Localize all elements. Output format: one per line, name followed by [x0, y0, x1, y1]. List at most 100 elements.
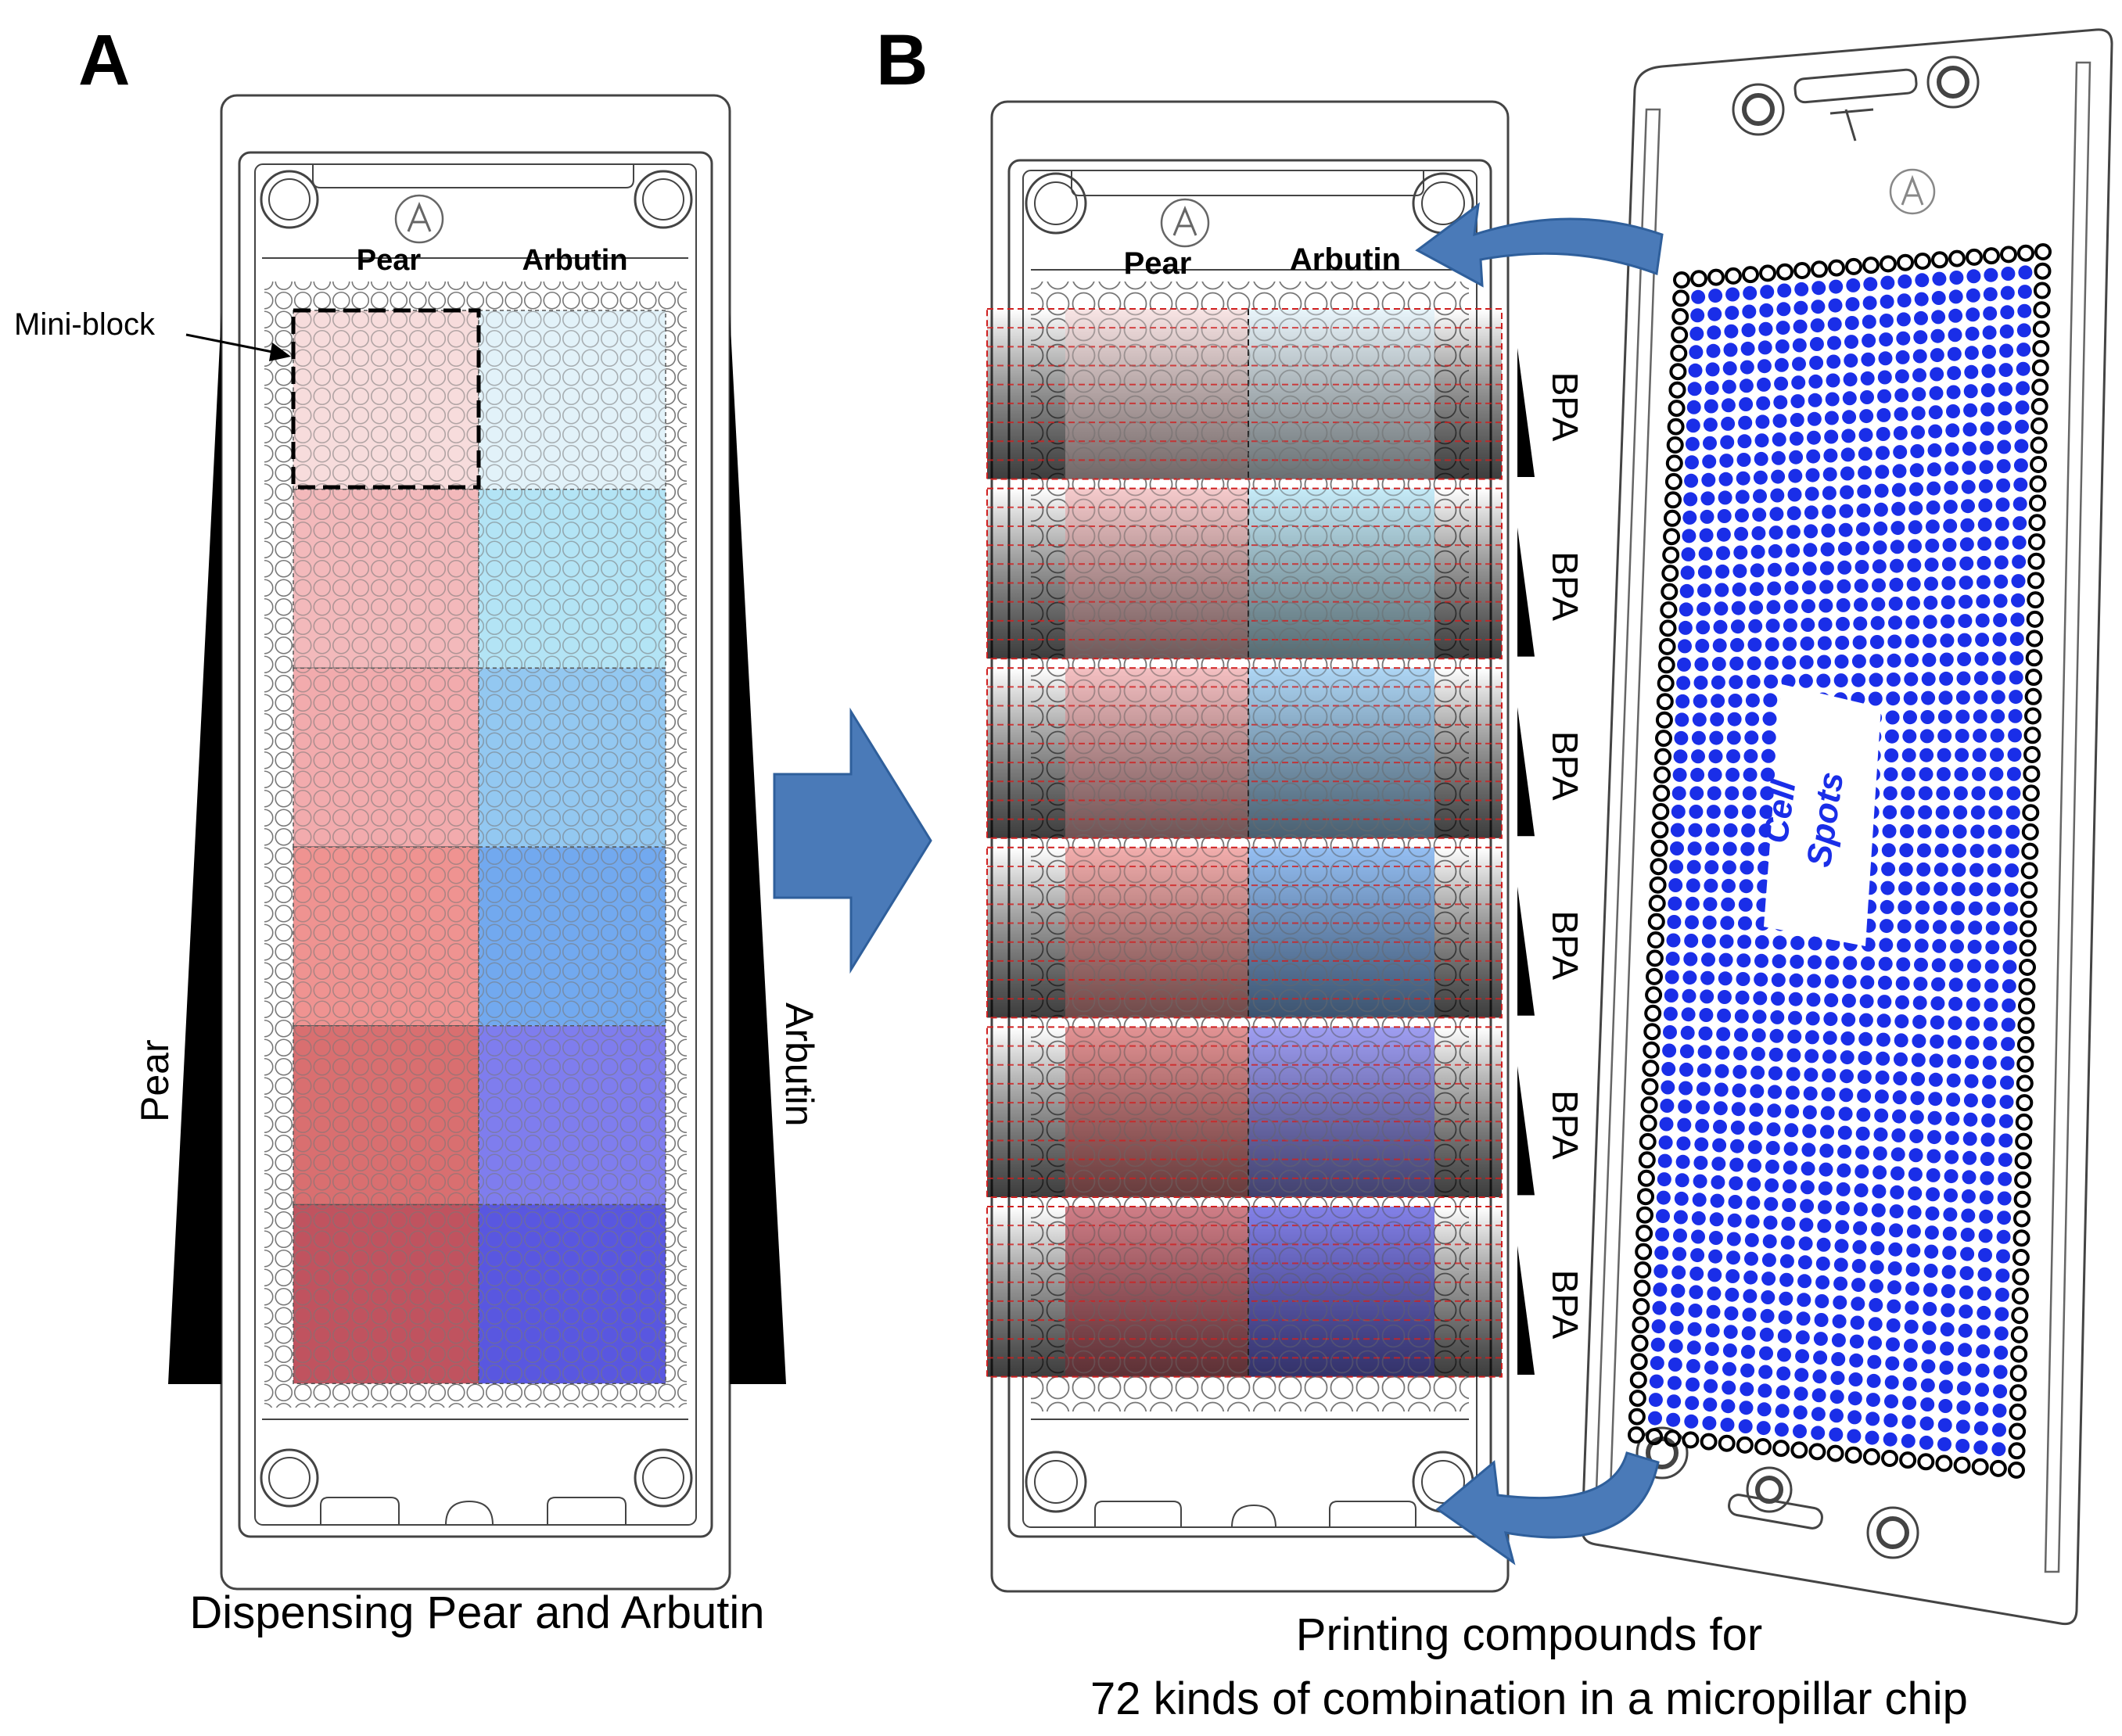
cell-spot: [1771, 992, 1785, 1006]
cell-spot: [1738, 897, 1753, 912]
cell-spot: [1906, 596, 1920, 611]
cell-spot: [1821, 1087, 1836, 1102]
cell-spot: [1754, 934, 1769, 949]
cell-spot: [1815, 1294, 1829, 1308]
cell-spot: [2008, 728, 2023, 743]
cell-spot: [1987, 863, 2002, 877]
cell-spot: [1980, 1152, 1995, 1166]
cell-spot: [1847, 1429, 1862, 1444]
cell-spot: [1919, 767, 1933, 782]
cell-spot: [1980, 440, 1995, 455]
cell-spot: [1741, 1326, 1756, 1340]
pillar-ring: [1671, 326, 1689, 344]
cell-spot: [1829, 1408, 1844, 1423]
cell-spot: [1803, 1086, 1818, 1101]
cell-spot: [1878, 975, 1892, 990]
cell-spot: [1927, 443, 1942, 457]
cell-spot: [1965, 1035, 1980, 1050]
cell-spot: [1868, 691, 1883, 706]
cell-spot: [1744, 1232, 1759, 1247]
cell-spot: [1663, 1006, 1678, 1021]
cell-spot: [1999, 343, 2014, 358]
cell-spot-grid: [1628, 243, 2052, 1479]
cell-spot: [1855, 1164, 1869, 1178]
pillar-ring: [2019, 939, 2037, 957]
micropillar-chip-rail-right: [2044, 61, 2091, 1573]
cell-spot: [1951, 881, 1966, 896]
cell-spot: [1895, 350, 1910, 364]
cell-spot: [1871, 1222, 1886, 1236]
cell-spot: [1707, 1268, 1722, 1282]
cell-spot: [1776, 321, 1790, 335]
cell-spot: [1879, 938, 1894, 952]
cell-spot: [1673, 749, 1688, 764]
cell-spot: [1987, 844, 2002, 859]
cell-spot: [1752, 508, 1767, 522]
cell-spot: [1808, 393, 1822, 407]
cell-spot: [1850, 1315, 1865, 1330]
pillar-ring: [2008, 1442, 2026, 1460]
cell-spot: [2004, 902, 2018, 916]
pillar-ring: [2020, 900, 2038, 918]
cell-spot: [1877, 370, 1892, 385]
cell-spot: [1790, 954, 1804, 969]
cell-spot: [1978, 498, 1993, 513]
cell-spot: [1681, 1007, 1696, 1022]
cell-spot: [1682, 529, 1697, 543]
cell-spot: [1759, 303, 1774, 317]
cell-spot: [1903, 690, 1918, 705]
cell-spot: [1896, 331, 1911, 346]
pillar-ring: [1646, 949, 1664, 967]
cell-spot: [1969, 844, 1984, 859]
pillar-ring: [1754, 1438, 1772, 1455]
cell-spot: [1768, 543, 1783, 558]
cell-spot: [1931, 310, 1946, 325]
cell-spot: [1916, 843, 1931, 858]
cell-spot: [1927, 1110, 1942, 1125]
cell-spot: [1707, 325, 1722, 340]
cell-spot: [1908, 539, 1922, 554]
cell-spot: [1735, 490, 1750, 504]
cell-spot: [1928, 405, 1943, 420]
cell-spot: [1930, 1035, 1944, 1049]
cell-spot: [2006, 786, 2021, 801]
cell-spot: [1714, 1063, 1729, 1078]
cell-spot: [1758, 340, 1772, 355]
cell-spot: [1943, 500, 1958, 515]
wedge-label-pear: Pear: [133, 1039, 177, 1122]
cell-spot: [1943, 518, 1958, 533]
cell-spot: [1705, 1323, 1720, 1338]
cell-spot: [1973, 1440, 1988, 1455]
cell-spot: [1996, 1249, 2010, 1264]
cell-spot: [1730, 1121, 1745, 1135]
cell-spot: [1959, 576, 1973, 590]
panel-b-col-label-pear: Pear: [1124, 246, 1192, 281]
cell-spot: [1680, 1025, 1695, 1040]
cell-spot: [1729, 656, 1744, 671]
cell-spot: [1918, 805, 1933, 820]
cell-spot: [1996, 478, 2011, 493]
cell-spot: [1916, 900, 1930, 915]
cell-spot: [2016, 361, 2030, 376]
cell-spot: [1655, 1227, 1670, 1242]
cell-spot: [1890, 521, 1905, 536]
cell-spot: [1949, 958, 1964, 973]
cell-spot: [1886, 1337, 1900, 1352]
chip-a-logo: [394, 194, 444, 244]
cell-spot: [1935, 824, 1950, 839]
pillar-ring: [2009, 1384, 2027, 1402]
cell-spot: [1682, 510, 1697, 525]
cell-spot: [1995, 497, 2010, 512]
cell-spot: [1675, 694, 1690, 708]
cell-spot: [1687, 382, 1702, 396]
cell-spot: [1792, 357, 1806, 371]
pillar-ring: [1668, 400, 1686, 418]
cell-spot: [1958, 614, 1973, 629]
panel-b-caption-line2: 72 kinds of combination in a micropillar…: [1090, 1673, 1968, 1724]
cell-spot: [1847, 1410, 1862, 1425]
cell-spot: [1819, 561, 1834, 576]
cell-spot: [1803, 543, 1818, 558]
cell-spot: [1938, 1399, 1953, 1413]
cell-spot: [1862, 314, 1876, 329]
cell-spot: [1823, 1012, 1838, 1027]
